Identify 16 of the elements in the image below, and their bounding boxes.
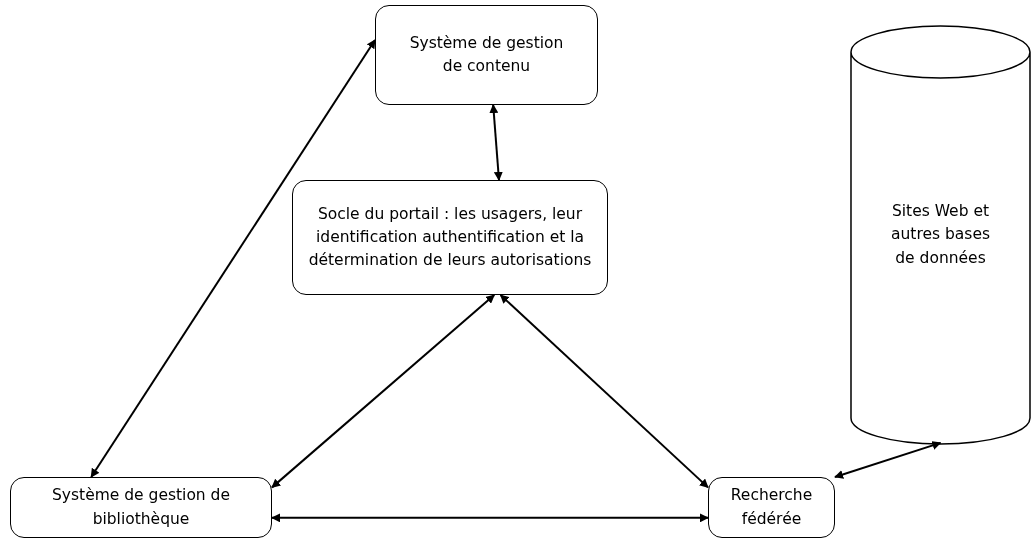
database-cylinder: [850, 25, 1031, 445]
process-box: [708, 477, 835, 538]
double-arrow: [271, 294, 496, 489]
double-arrow: [271, 513, 709, 523]
double-arrow: [489, 104, 503, 181]
process-box: [375, 5, 598, 105]
node-label: Système de gestion de contenu: [408, 32, 565, 77]
double-arrow: [90, 39, 376, 478]
process-box: [10, 477, 272, 538]
double-arrow: [499, 294, 709, 489]
process-box: [292, 180, 608, 295]
node-label: Socle du portail : les usagers, leur identification authentification et la détermination de leurs autorisations: [307, 203, 593, 272]
node-label: Recherche fédérée: [729, 485, 814, 530]
double-arrow: [834, 441, 942, 479]
node-label: Sites Web et autres bases de données: [890, 201, 991, 269]
node-label: Système de gestion de bibliothèque: [51, 485, 231, 530]
